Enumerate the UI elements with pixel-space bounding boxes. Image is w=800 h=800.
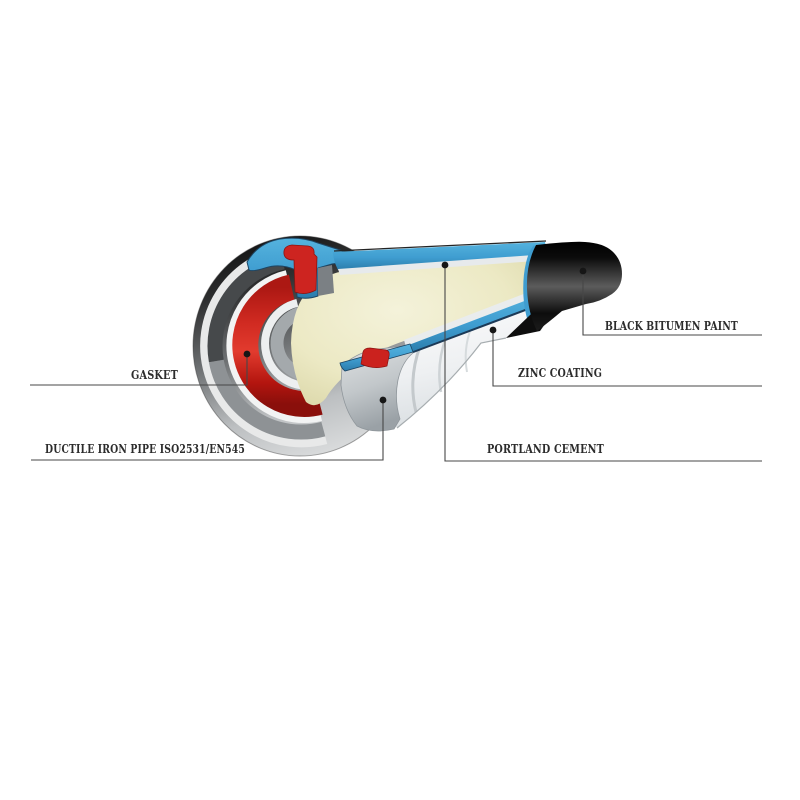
portland-cement-dot [441, 261, 449, 269]
label-portland-cement: PORTLAND CEMENT [487, 441, 604, 456]
black-bitumen-leader-line [582, 271, 762, 336]
annotations: GASKET DUCTILE IRON PIPE ISO2531/EN545 B… [30, 261, 762, 462]
annotation-zinc-coating: ZINC COATING [489, 326, 762, 387]
ductile-iron-leader-line [31, 400, 384, 461]
gasket-dot [243, 350, 251, 358]
portland-cement-leader-line [444, 265, 762, 462]
annotation-ductile-iron-pipe: DUCTILE IRON PIPE ISO2531/EN545 [31, 396, 387, 461]
gasket-cut-bulb [360, 347, 390, 368]
bell-ring-highlight [200, 246, 328, 448]
barrel-bottom-white-band [404, 283, 556, 347]
gasket-cut-block [283, 244, 318, 294]
barrel-top-blue-band [333, 242, 548, 270]
ductile-iron-dot [379, 396, 387, 404]
zinc-shading-arc-1 [411, 345, 422, 413]
bell-cut-notch-gray [318, 265, 334, 296]
annotation-gasket: GASKET [30, 350, 251, 386]
bell-ring-groove-light [208, 359, 326, 440]
annotation-portland-cement: PORTLAND CEMENT [441, 261, 762, 462]
label-gasket: GASKET [131, 367, 178, 382]
bell-ring-white-outer [226, 270, 323, 423]
black-bitumen-dot [579, 267, 587, 275]
barrel-top-outline [333, 240, 547, 252]
pipe-illustration [192, 235, 622, 457]
zinc-coating-leader-line [492, 330, 762, 387]
gasket-leader-line [30, 354, 248, 386]
annotation-black-bitumen-paint: BLACK BITUMEN PAINT [579, 267, 762, 336]
label-zinc-coating: ZINC COATING [518, 365, 602, 380]
label-ductile-iron-pipe: DUCTILE IRON PIPE ISO2531/EN545 [45, 441, 245, 456]
bitumen-spigot-end [526, 241, 622, 331]
label-black-bitumen-paint: BLACK BITUMEN PAINT [605, 318, 738, 333]
zinc-coating-dot [489, 326, 497, 334]
pipe-bottom-silhouette [396, 337, 507, 429]
